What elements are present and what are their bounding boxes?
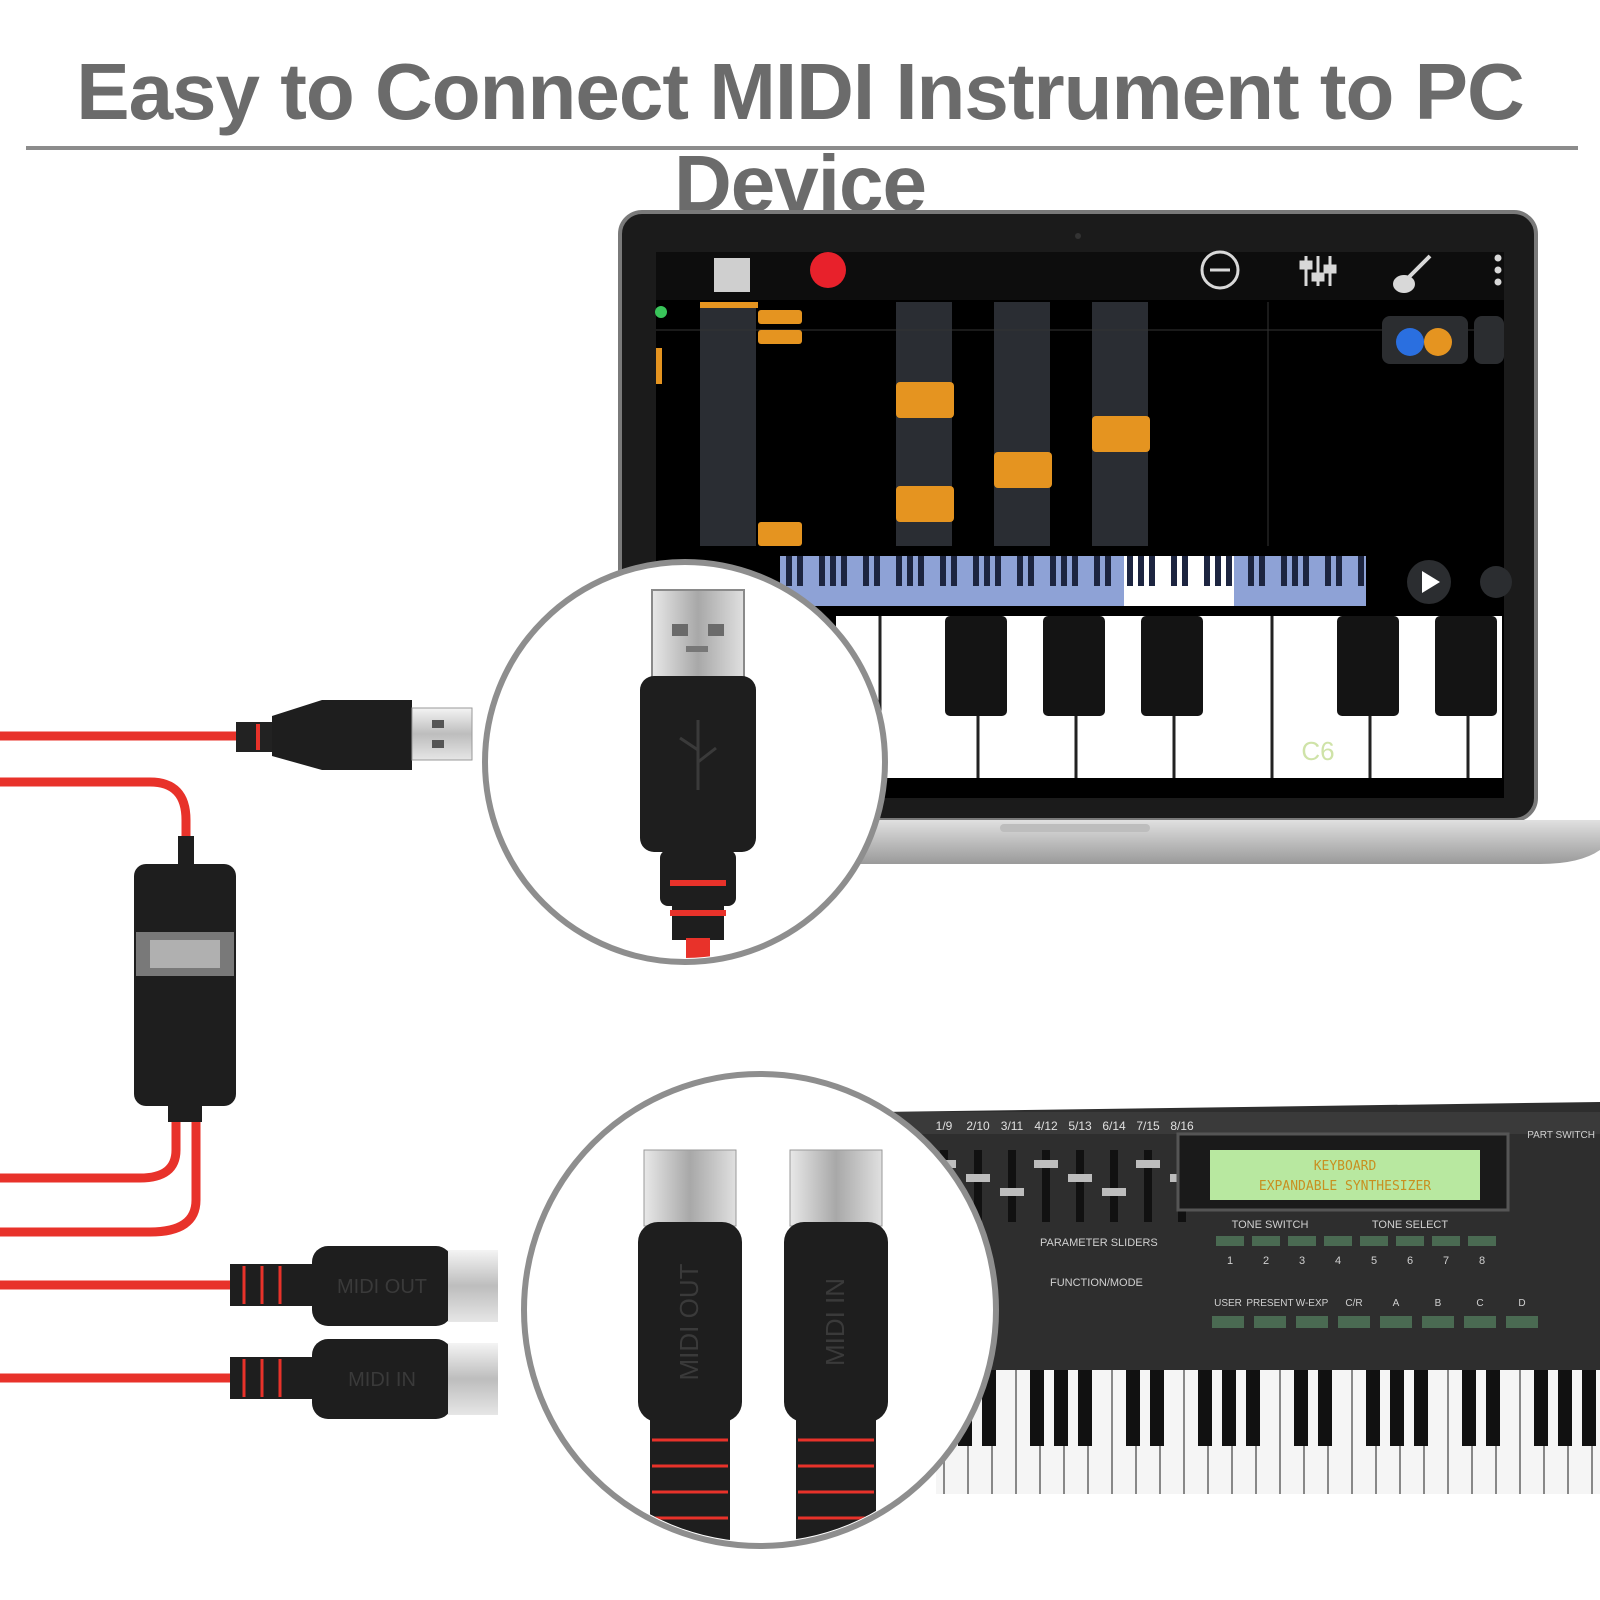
key-label: C6 <box>1301 736 1334 766</box>
bank-label: USER <box>1214 1298 1242 1309</box>
bank-label: D <box>1518 1298 1525 1309</box>
bank-label: W-EXP <box>1296 1298 1329 1309</box>
part-switch-label: PART SWITCH <box>1527 1130 1595 1141</box>
slider-label: 5/13 <box>1068 1119 1092 1133</box>
function-mode-label: FUNCTION/MODE <box>1050 1277 1143 1289</box>
stop-icon <box>714 258 750 292</box>
zoom-midi-out-label: MIDI OUT <box>674 1263 704 1380</box>
synthesizer: KEYBOARD EXPANDABLE SYNTHESIZER PARAMETE… <box>880 1102 1600 1494</box>
bank-label: C <box>1476 1298 1483 1309</box>
slider-label: 7/15 <box>1136 1119 1160 1133</box>
tone-select-label: TONE SELECT <box>1372 1219 1448 1231</box>
midi-out-label: MIDI OUT <box>337 1276 427 1298</box>
bank-label: B <box>1435 1298 1442 1309</box>
slider-labels: 1/9 2/10 3/11 4/12 5/13 6/14 7/15 8/16 <box>936 1119 1194 1133</box>
bank-label: C/R <box>1345 1298 1362 1309</box>
usb-plug <box>236 700 473 770</box>
usb-symbol-icon <box>679 720 717 790</box>
bank-label: PRESENT <box>1246 1298 1293 1309</box>
slider-label: 2/10 <box>966 1119 990 1133</box>
lcd-line-2: EXPANDABLE SYNTHESIZER <box>1259 1179 1431 1194</box>
midi-in-plug: MIDI IN <box>230 1339 498 1419</box>
tone-number-label: 8 <box>1479 1255 1485 1267</box>
midi-in-label: MIDI IN <box>348 1369 416 1391</box>
slider-label: 8/16 <box>1170 1119 1194 1133</box>
tone-number-label: 7 <box>1443 1255 1449 1267</box>
more-icon <box>1494 254 1502 286</box>
headline: Easy to Connect MIDI Instrument to PC De… <box>76 47 1525 228</box>
midi-zoom-callout: MIDI OUT MIDI IN <box>521 1071 999 1549</box>
tone-number-label: 1 <box>1227 1255 1233 1267</box>
guitar-icon <box>1393 254 1432 293</box>
tone-number-label: 6 <box>1407 1255 1413 1267</box>
tone-number-label: 5 <box>1371 1255 1377 1267</box>
piano-roll <box>655 302 1504 546</box>
slider-label: 4/12 <box>1034 1119 1058 1133</box>
tone-number-label: 3 <box>1299 1255 1305 1267</box>
lcd-line-1: KEYBOARD <box>1314 1159 1377 1174</box>
tone-number-label: 4 <box>1335 1255 1341 1267</box>
midi-out-plug: MIDI OUT <box>230 1246 498 1326</box>
zoom-midi-in-label: MIDI IN <box>820 1278 850 1366</box>
midi-interface-box <box>134 836 236 1122</box>
synth-lcd <box>1210 1150 1480 1200</box>
slider-label: 6/14 <box>1102 1119 1126 1133</box>
metronome-icon <box>1200 250 1240 290</box>
tone-number-label: 2 <box>1263 1255 1269 1267</box>
mixer-icon <box>1299 256 1337 286</box>
big-keyboard: C6 <box>836 616 1502 778</box>
slider-label: 3/11 <box>1001 1119 1024 1133</box>
bank-label: A <box>1393 1298 1400 1309</box>
tone-switch-label: TONE SWITCH <box>1232 1219 1309 1231</box>
parameter-sliders-label: PARAMETER SLIDERS <box>1040 1237 1158 1249</box>
usb-zoom-callout <box>482 559 888 965</box>
title-underline <box>26 146 1578 150</box>
slider-label: 1/9 <box>936 1119 953 1133</box>
cables <box>0 731 245 1383</box>
record-icon <box>810 252 846 288</box>
